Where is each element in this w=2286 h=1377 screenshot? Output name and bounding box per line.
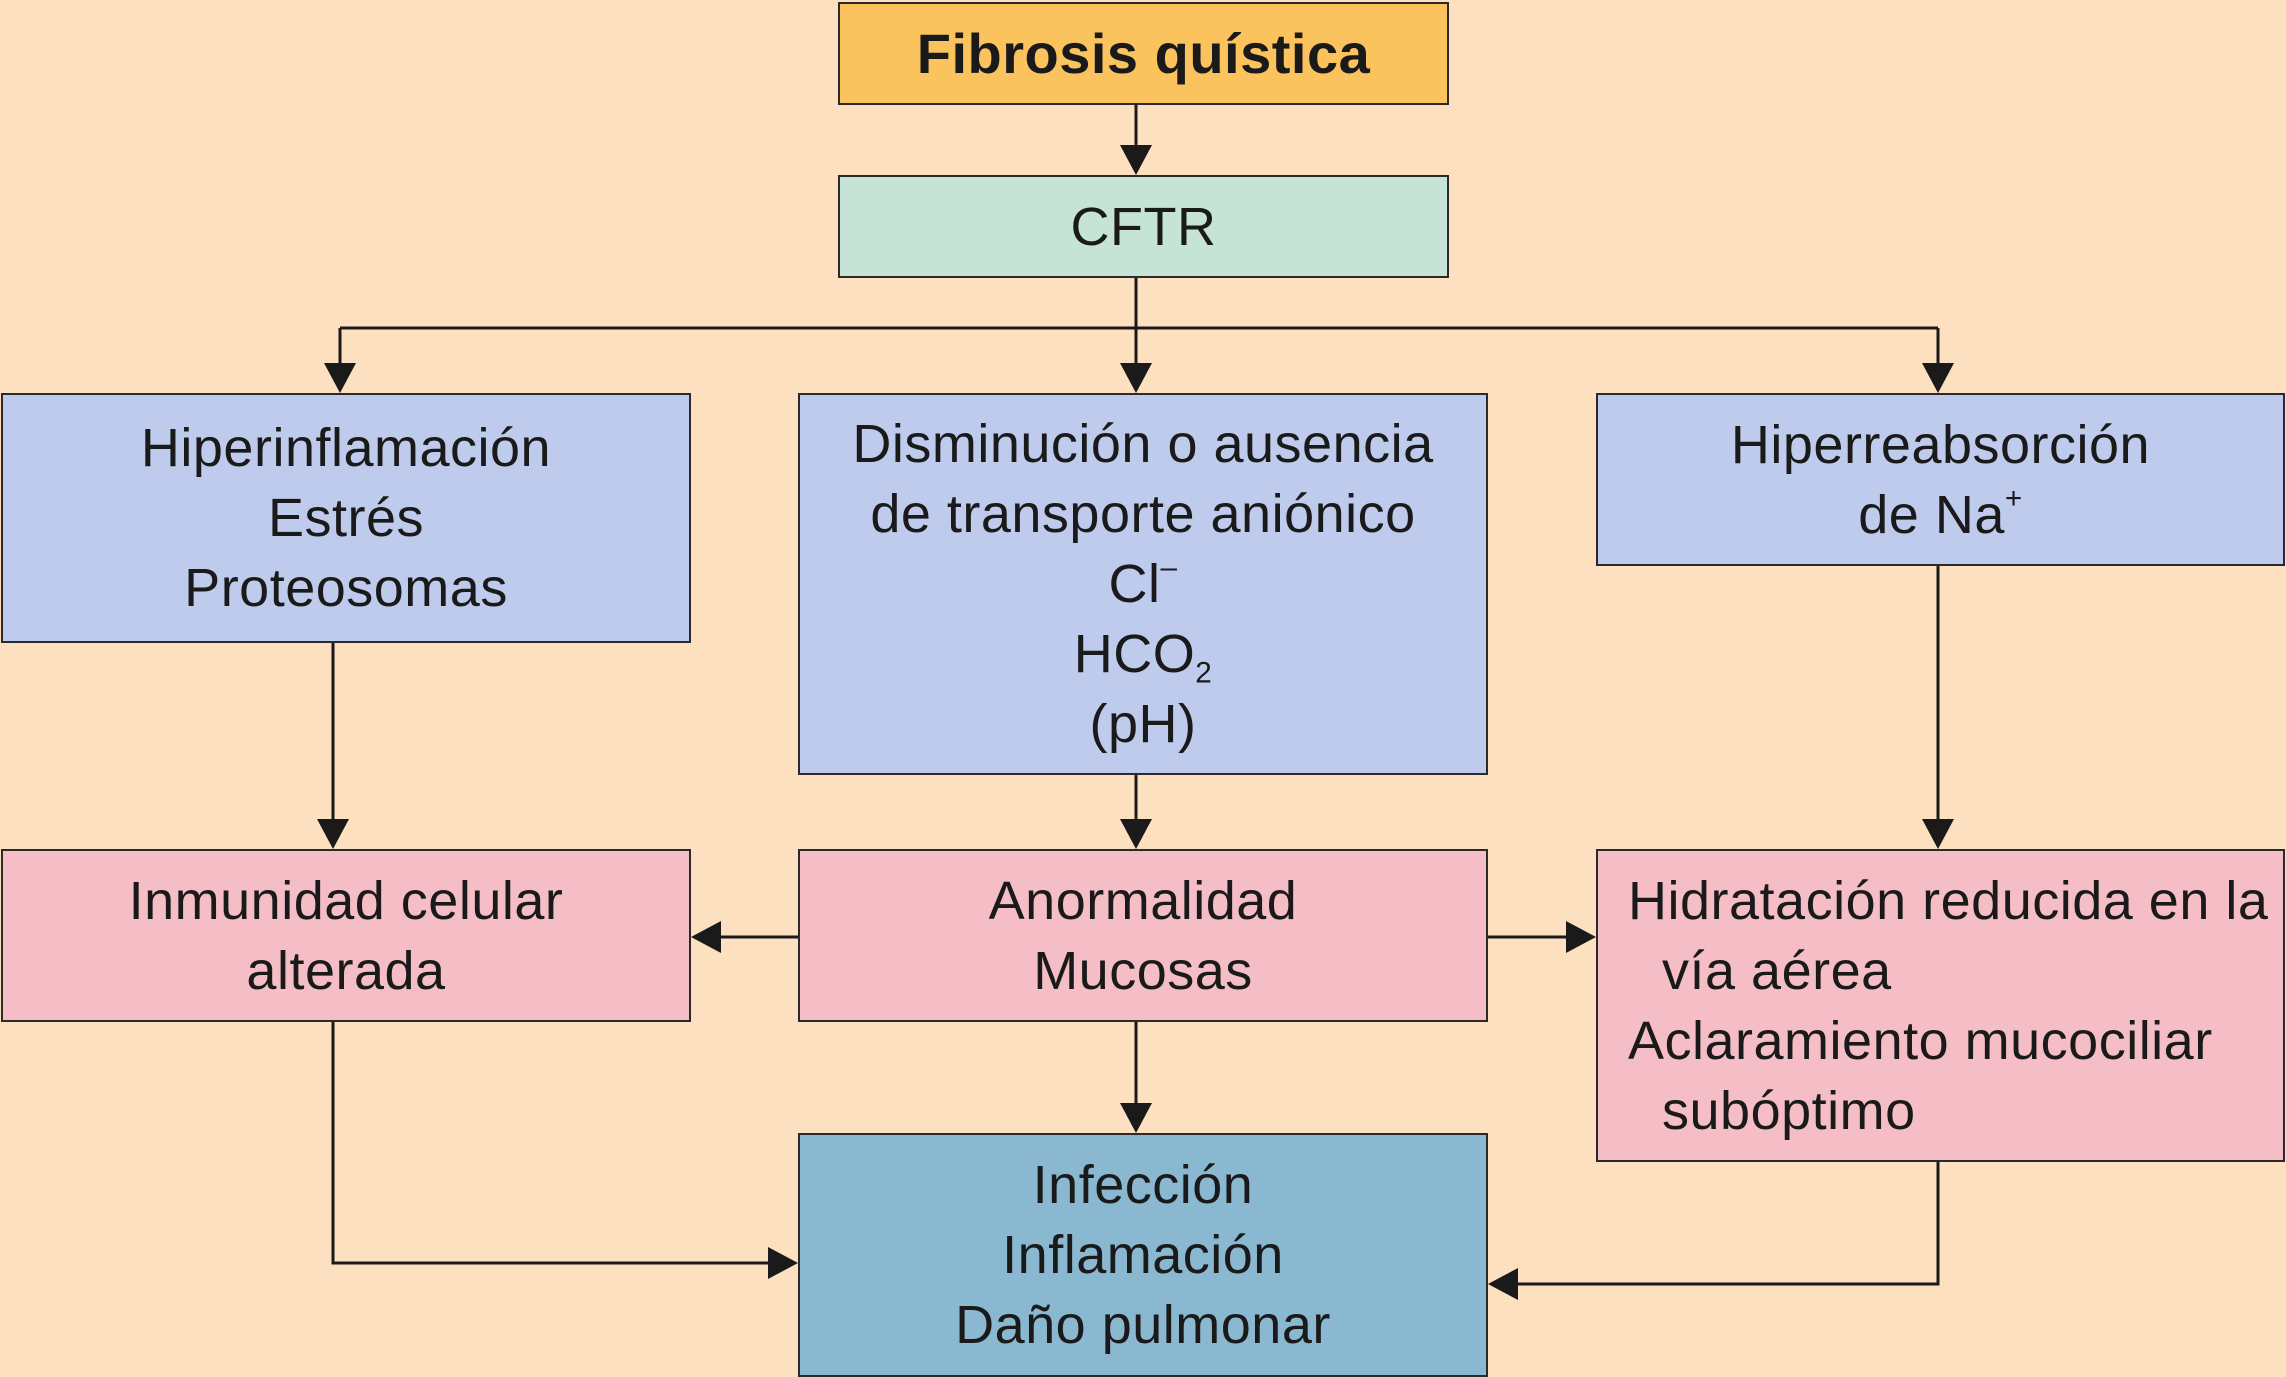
chloride-charge: – — [1160, 550, 1178, 584]
ph-label: (pH) — [1089, 694, 1197, 754]
node-label: Inflamación — [1002, 1225, 1284, 1285]
node-infeccion-dano-pulmonar: Infección Inflamación Daño pulmonar — [798, 1133, 1488, 1377]
arrowhead-cftr-to-disminucion — [1120, 363, 1152, 393]
node-hidratacion-reducida: Hidratación reducida en la vía aérea Acl… — [1596, 849, 2285, 1162]
node-label: Hidratación reducida en la — [1628, 870, 2269, 931]
node-label: Estrés — [267, 488, 425, 548]
node-label: Anormalidad — [988, 870, 1298, 931]
arrowhead-anormalidad-to-inmunidad — [691, 921, 721, 953]
chloride-label: Cl– — [800, 549, 1486, 619]
arrowhead-hiperreabsorcion-to-hidratacion — [1922, 819, 1954, 849]
node-hiperinflamacion: Hiperinflamación Estrés Proteosomas — [1, 393, 691, 643]
node-label: Hiperreabsorción — [1730, 414, 2151, 475]
arrowhead-hiperinflamacion-to-inmunidad — [317, 819, 349, 849]
arrowhead-anormalidad-to-infeccion — [1120, 1103, 1152, 1133]
node-fibrosis-quistica: Fibrosis quística — [838, 2, 1449, 105]
node-label: de transporte aniónico — [870, 484, 1416, 544]
bicarbonate-base: HCO — [1073, 624, 1196, 684]
sodium-base: de Na — [1858, 484, 2005, 545]
node-label: Proteosomas — [184, 558, 508, 618]
arrowhead-anormalidad-to-hidratacion — [1566, 921, 1596, 953]
arrowhead-disminucion-to-anormalidad — [1120, 819, 1152, 849]
edge-group — [317, 105, 1954, 1300]
edge-cftr-branch-bus — [340, 278, 1938, 330]
node-label: Aclaramiento mucociliar — [1628, 1010, 2213, 1071]
chloride-base: Cl — [1108, 554, 1161, 614]
node-label: Fibrosis quística — [916, 21, 1371, 85]
node-label: Inmunidad celular — [128, 870, 564, 931]
sodium-charge: + — [2004, 481, 2023, 515]
node-inmunidad-celular: Inmunidad celular alterada — [1, 849, 691, 1022]
node-label: Mucosas — [1033, 940, 1253, 1001]
node-cftr: CFTR — [838, 175, 1449, 278]
edge-inmunidad-to-infeccion — [331, 1022, 770, 1265]
edge-hidratacion-to-infeccion — [1515, 1162, 1940, 1286]
node-label: subóptimo — [1662, 1080, 1916, 1141]
node-hiperreabsorcion-na: Hiperreabsorción de Na+ — [1596, 393, 2285, 566]
arrowhead-cftr-to-hiperinflamacion — [324, 363, 356, 393]
arrowhead-cftr-to-hiperreabsorcion — [1922, 363, 1954, 393]
node-label: CFTR — [1070, 196, 1217, 257]
node-label: Hiperinflamación — [140, 418, 552, 478]
node-label: Daño pulmonar — [955, 1295, 1331, 1355]
node-label: Disminución o ausencia — [852, 414, 1434, 474]
node-label: Infección — [1032, 1155, 1254, 1215]
arrowhead-fibrosis-to-cftr — [1120, 145, 1152, 175]
arrowhead-hidratacion-to-infeccion — [1488, 1268, 1518, 1300]
sodium-label: de Na+ — [1598, 480, 2283, 550]
arrowhead-inmunidad-to-infeccion — [768, 1247, 798, 1279]
node-label: vía aérea — [1662, 940, 1892, 1001]
bicarbonate-label: HCO2 — [800, 619, 1486, 689]
node-disminucion-transporte: Disminución o ausencia de transporte ani… — [798, 393, 1488, 775]
bicarbonate-subscript: 2 — [1195, 656, 1213, 690]
node-label: alterada — [246, 940, 446, 1001]
node-anormalidad-mucosas: Anormalidad Mucosas — [798, 849, 1488, 1022]
